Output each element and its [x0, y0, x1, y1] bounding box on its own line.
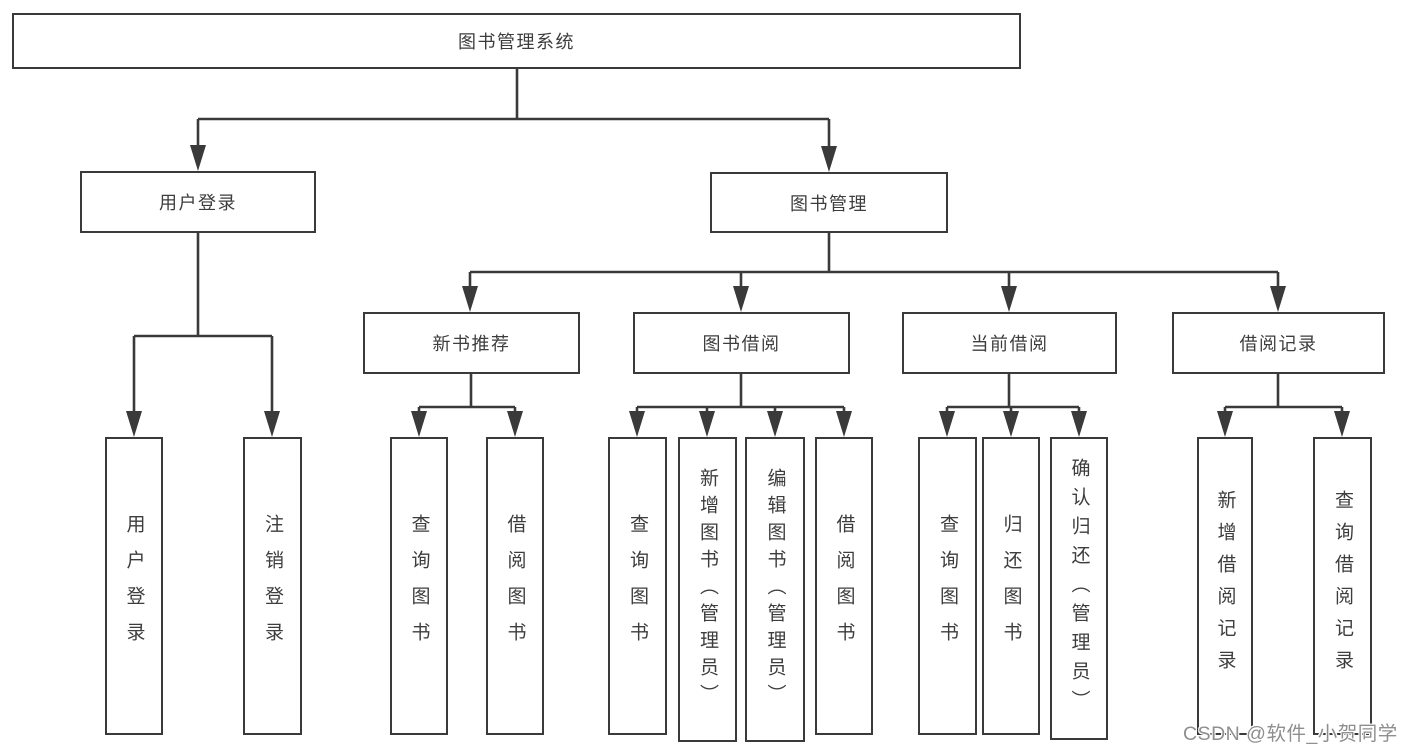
leaf-cb-confirm-return-admin: 确认归还（管理员）: [1050, 437, 1108, 740]
arrowhead-icon: [1003, 411, 1019, 437]
leaf-user-login: 用户登录: [105, 437, 163, 735]
arrowhead-icon: [411, 411, 427, 437]
leaf-bb-borrow-books: 借阅图书: [815, 437, 873, 735]
arrowhead-icon: [733, 286, 749, 312]
connector-currentborrow-leaves: [945, 374, 1081, 413]
arrowhead-icon: [190, 145, 206, 171]
arrowhead-icon: [462, 286, 478, 312]
node-book-borrow: 图书借阅: [633, 312, 850, 374]
arrowhead-icon: [767, 411, 783, 437]
leaf-nbr-borrow-books: 借阅图书: [486, 437, 544, 735]
arrowhead-icon: [126, 411, 142, 437]
arrowhead-icon: [939, 411, 955, 437]
arrowhead-icon: [629, 411, 645, 437]
arrowhead-icon: [1334, 411, 1350, 437]
node-book-management: 图书管理: [710, 172, 948, 233]
leaf-cb-return-books: 归还图书: [982, 437, 1040, 735]
arrowhead-icon: [1217, 411, 1233, 437]
connector-userlogin-leaves: [132, 233, 274, 413]
connector-bookborrow-leaves: [635, 374, 846, 413]
arrowhead-icon: [821, 146, 837, 172]
arrowhead-icon: [699, 411, 715, 437]
leaf-nbr-query-books: 查询图书: [390, 437, 448, 735]
node-user-login: 用户登录: [80, 171, 316, 233]
connector-root-level2: [196, 69, 831, 148]
node-root-library-system: 图书管理系统: [12, 13, 1021, 69]
csdn-watermark: CSDN @软件_小贺同学: [1183, 723, 1398, 745]
leaf-br-add-record: 新增借阅记录: [1197, 437, 1253, 735]
node-borrow-records: 借阅记录: [1172, 312, 1385, 374]
arrowhead-icon: [836, 411, 852, 437]
leaf-logout: 注销登录: [243, 437, 302, 735]
leaf-bb-add-books-admin: 新增图书（管理员）: [678, 437, 737, 742]
arrowhead-icon: [507, 411, 523, 437]
node-current-borrow: 当前借阅: [902, 312, 1117, 374]
leaf-cb-query-books: 查询图书: [918, 437, 977, 735]
arrowhead-icon: [1001, 286, 1017, 312]
leaf-bb-query-books: 查询图书: [608, 437, 667, 735]
node-new-book-recommend: 新书推荐: [363, 312, 580, 374]
leaf-br-query-record: 查询借阅记录: [1313, 437, 1372, 735]
arrowhead-icon: [264, 411, 280, 437]
connector-borrowrecords-leaves: [1223, 374, 1344, 413]
arrowhead-icon: [1270, 286, 1286, 312]
connector-bookmgmt-level3: [468, 233, 1280, 288]
leaf-bb-edit-books-admin: 编辑图书（管理员）: [745, 437, 805, 742]
arrowhead-icon: [1071, 411, 1087, 437]
connector-newbook-leaves: [417, 374, 517, 413]
